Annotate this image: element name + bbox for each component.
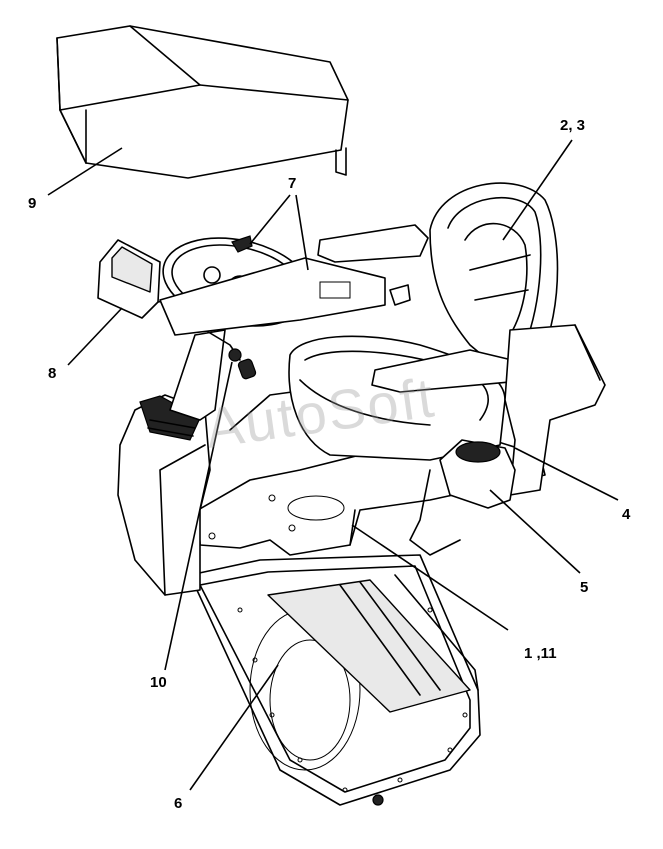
- callout-label-6: 6: [174, 795, 183, 812]
- leader-5: [489, 489, 581, 574]
- leader-9: [47, 147, 123, 196]
- leader-23: [502, 139, 573, 241]
- callout-label-9: 9: [28, 195, 37, 212]
- leader-lines: [47, 139, 619, 791]
- leader-8: [67, 307, 123, 366]
- leader-7b: [295, 194, 309, 271]
- joystick-control-part: [409, 439, 516, 556]
- operator-seat-part: [288, 182, 606, 496]
- callout-label-4: 4: [622, 506, 631, 523]
- leader-6: [189, 664, 279, 791]
- callout-label-10: 10: [150, 674, 167, 691]
- callout-label-1-11: 1 ,11: [524, 645, 557, 662]
- leader-1: [351, 524, 509, 631]
- callout-label-8: 8: [48, 365, 57, 382]
- callout-label-2-3: 2, 3: [560, 117, 586, 134]
- side-console-part: [117, 394, 211, 596]
- leader-7a: [249, 194, 291, 245]
- instrument-panel-part: [159, 235, 411, 336]
- callout-label-5: 5: [580, 579, 589, 596]
- callout-label-7: 7: [288, 175, 297, 192]
- leader-10: [164, 361, 233, 671]
- roof-canopy-part: [56, 25, 349, 179]
- base-tub-part: [189, 554, 481, 806]
- steering-column-part: [169, 329, 257, 421]
- leader-4: [514, 447, 619, 501]
